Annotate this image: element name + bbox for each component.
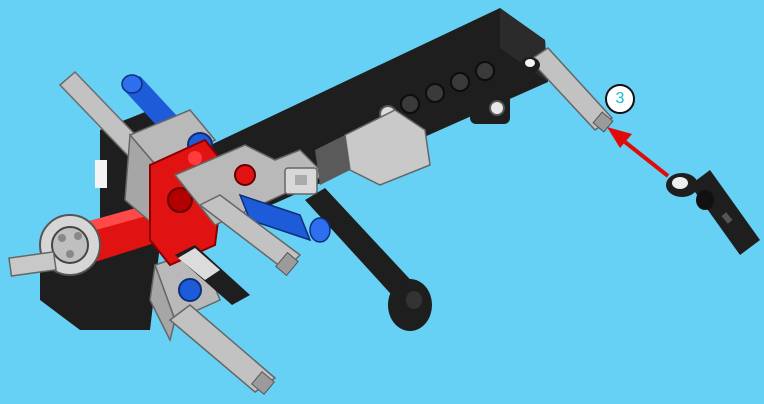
black-connector xyxy=(470,92,510,124)
step-number-callout: 3 xyxy=(605,84,635,114)
